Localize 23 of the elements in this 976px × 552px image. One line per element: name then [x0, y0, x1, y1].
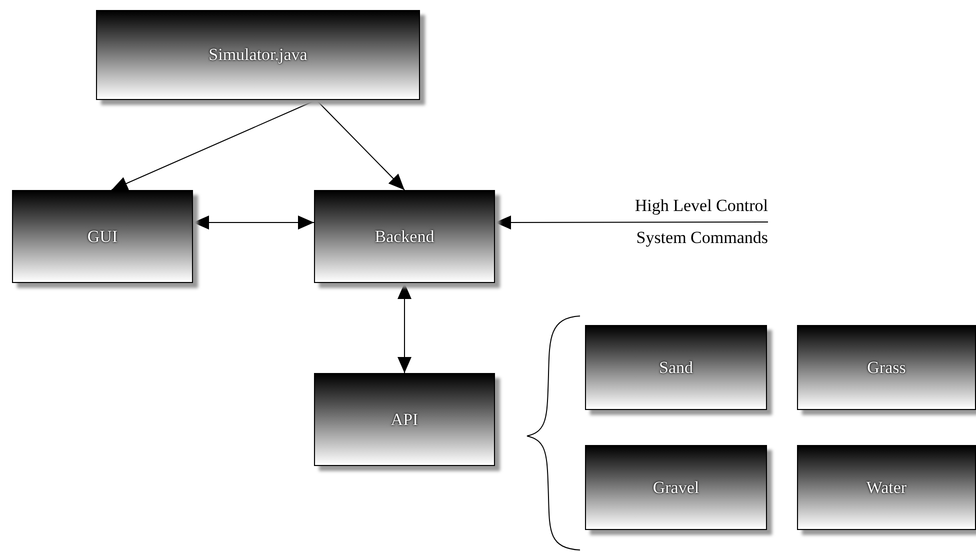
node-label: High Level Control [634, 196, 768, 216]
box-label: Grass [867, 358, 906, 378]
process-box [797, 325, 976, 410]
arrow [398, 282, 412, 374]
box-label: GUI [87, 226, 118, 246]
arrow [111, 100, 317, 190]
process-box [585, 325, 767, 410]
box-label: Sand [659, 358, 693, 378]
node-label: System Commands [636, 228, 768, 248]
arrow [494, 216, 768, 230]
process-box [12, 190, 193, 283]
process-box [797, 445, 976, 530]
box-label: Simulator.java [208, 45, 308, 65]
box-label: API [390, 410, 418, 430]
box-label: Water [866, 478, 907, 498]
box-label: Gravel [652, 478, 700, 498]
process-box [585, 445, 767, 530]
process-box [314, 373, 495, 466]
process-box [314, 190, 495, 283]
arrow [316, 100, 405, 190]
box-label: Backend [374, 226, 434, 246]
process-box [96, 10, 420, 100]
arrow [192, 216, 314, 230]
